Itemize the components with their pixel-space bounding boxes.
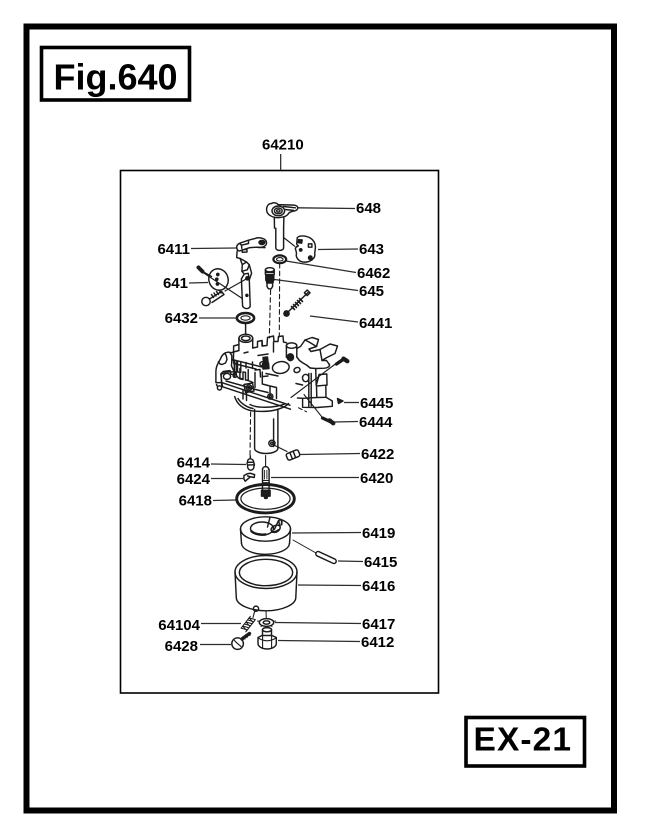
svg-text:6428: 6428 [165,638,198,655]
svg-text:6414: 6414 [177,455,211,472]
svg-text:6411: 6411 [157,241,190,258]
svg-text:645: 645 [359,283,384,300]
svg-text:6424: 6424 [177,471,211,488]
svg-text:6417: 6417 [362,616,395,633]
svg-text:EX-21: EX-21 [474,722,573,759]
svg-text:6441: 6441 [359,315,392,332]
svg-text:6420: 6420 [360,470,393,487]
svg-text:643: 643 [359,241,384,258]
svg-text:64104: 64104 [158,617,200,634]
svg-text:6418: 6418 [179,493,212,510]
svg-text:Fig.640: Fig.640 [54,57,178,98]
svg-text:6416: 6416 [362,578,395,595]
svg-text:6415: 6415 [364,554,397,571]
svg-text:6432: 6432 [165,310,198,327]
svg-text:648: 648 [356,200,381,217]
svg-text:6422: 6422 [361,446,394,463]
svg-text:6444: 6444 [359,414,393,431]
svg-text:641: 641 [163,275,188,292]
svg-text:6445: 6445 [360,395,393,412]
svg-text:6412: 6412 [361,634,394,651]
svg-text:64210: 64210 [262,137,304,154]
svg-text:6462: 6462 [357,265,390,282]
svg-text:6419: 6419 [362,525,395,542]
